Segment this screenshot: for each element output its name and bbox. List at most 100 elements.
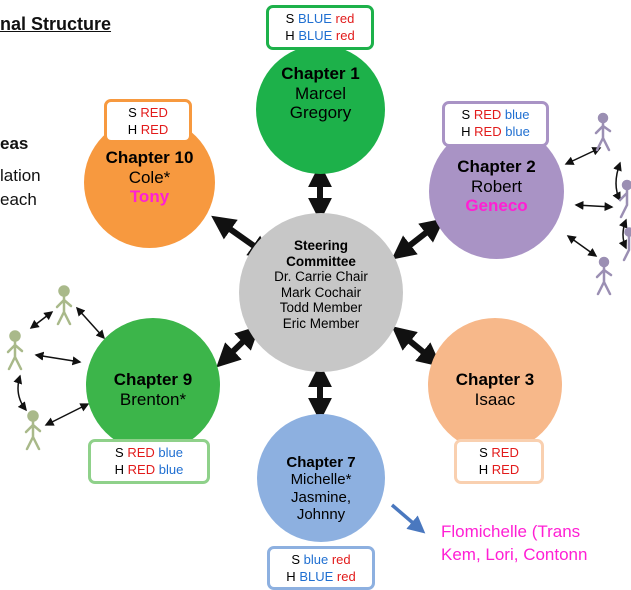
chapter-title: Chapter 10	[105, 148, 194, 167]
chapter-member: Cole*	[128, 167, 171, 187]
chapter-member: Michelle*	[290, 471, 352, 489]
arrow-ch9-figures-curve	[13, 374, 27, 412]
chapter-3-node	[428, 318, 562, 452]
arrow-ch7-flomichelle	[390, 503, 426, 534]
arrow-ch2-figures-curve	[612, 161, 622, 202]
flomichelle-line-1: Flomichelle (Trans	[441, 522, 581, 541]
steering-title-line-1: Steering	[293, 238, 348, 253]
chapter-member: Marcel	[294, 83, 346, 103]
chapter-3-text: Chapter 3 Isaac	[428, 370, 562, 409]
s-value: red	[331, 552, 351, 567]
chapter-2-sh-box: S RED blue H RED blue	[442, 101, 549, 147]
person-figure-icon	[618, 179, 631, 219]
chapter-9-node	[86, 318, 220, 452]
h-prefix: H	[285, 28, 295, 43]
chapter-title: Chapter 2	[457, 157, 536, 176]
h-prefix: H	[114, 462, 125, 477]
chapter-highlight-name: Tony	[129, 187, 170, 207]
ideas-heading: eas	[0, 134, 29, 153]
s-prefix: S	[285, 11, 295, 26]
s-value: blue	[303, 552, 329, 567]
h-prefix: H	[461, 124, 471, 139]
chapter-3-sh-box: S RED H RED	[454, 439, 544, 484]
steering-title-line-2: Committee	[286, 253, 356, 269]
chapter-1-node	[256, 45, 385, 174]
arrow-ch2-figure-low	[566, 235, 598, 257]
arrow-ch9-figures-top-left	[29, 311, 54, 329]
arrow-ch9-figure-low	[44, 403, 90, 426]
chapter-title: Chapter 7	[286, 454, 356, 471]
s-value: BLUE	[297, 11, 332, 26]
s-value: blue	[504, 107, 530, 122]
arrow-ch9-figure-mid	[34, 351, 82, 366]
arrow-steering-ch2	[391, 218, 445, 260]
chapter-7-sh-box: S blue red H BLUE red	[267, 546, 375, 590]
s-prefix: S	[461, 107, 471, 122]
page-title: nal Structure	[0, 14, 112, 34]
person-figure-icon	[24, 410, 42, 451]
chapter-1-text: Chapter 1 Marcel Gregory	[256, 64, 385, 123]
chapter-10-text: Chapter 10 Cole* Tony	[84, 148, 215, 207]
chapter-title: Chapter 3	[455, 370, 535, 389]
steering-member: Eric Member	[282, 315, 360, 331]
chapter-9-text: Chapter 9 Brenton*	[86, 370, 220, 409]
chapter-member: Robert	[470, 176, 523, 196]
s-prefix: S	[128, 105, 137, 120]
chapter-10-sh-box: S RED H RED	[104, 99, 192, 143]
chapter-9-sh-box: S RED blue H RED blue	[88, 439, 210, 484]
s-value: RED	[473, 107, 502, 122]
person-figure-icon	[55, 285, 73, 326]
chapter-title: Chapter 1	[281, 64, 360, 83]
person-figure-icon	[6, 330, 24, 371]
s-value: blue	[158, 445, 183, 460]
h-prefix: H	[127, 122, 138, 137]
chapter-member: Brenton*	[119, 389, 187, 409]
flomichelle-line-2: Kem, Lori, Contonn	[441, 545, 588, 564]
chapter-member: Jasmine,	[290, 488, 352, 506]
h-prefix: H	[286, 569, 296, 584]
h-value: red	[335, 28, 355, 43]
h-value: blue	[158, 462, 184, 477]
arrow-ch2-figure-mid	[574, 200, 614, 212]
chapter-highlight-name: Geneco	[465, 196, 528, 216]
arrow-ch2-figures-curve-2	[618, 218, 628, 250]
chapter-member: Isaac	[474, 389, 516, 409]
chapter-1-sh-box: S BLUE red H BLUE red	[266, 5, 374, 50]
arrow-ch9-figure-top	[75, 306, 106, 340]
steering-member: Mark Cochair	[280, 284, 362, 300]
h-value: RED	[127, 462, 156, 477]
s-value: RED	[127, 445, 155, 460]
side-text-line-1: lation	[0, 166, 41, 185]
h-value: BLUE	[298, 28, 333, 43]
s-value: red	[335, 11, 355, 26]
h-value: blue	[505, 124, 530, 139]
h-value: BLUE	[299, 569, 334, 584]
chapter-2-text: Chapter 2 Robert Geneco	[429, 157, 564, 216]
h-value: RED	[474, 124, 502, 139]
s-prefix: S	[291, 552, 301, 567]
arrow-steering-ch3	[391, 326, 442, 367]
person-figure-icon	[622, 227, 631, 262]
chapter-title: Chapter 9	[113, 370, 193, 389]
person-figure-icon	[594, 112, 612, 152]
s-prefix: S	[115, 445, 124, 460]
h-prefix: H	[478, 462, 489, 477]
steering-member: Todd Member	[279, 300, 363, 316]
s-value: RED	[491, 445, 519, 460]
steering-committee-text: Steering Committee Dr. Carrie Chair Mark…	[239, 238, 403, 331]
steering-committee-node	[239, 213, 403, 372]
arrow-ch2-figure-top	[564, 147, 602, 165]
side-text-line-2: each	[0, 190, 37, 209]
chapter-member: Johnny	[296, 505, 346, 523]
person-figure-icon	[595, 256, 613, 296]
s-prefix: S	[479, 445, 488, 460]
h-value: RED	[140, 122, 169, 137]
chapter-7-text: Chapter 7 Michelle* Jasmine, Johnny	[257, 454, 385, 523]
h-value: RED	[491, 462, 520, 477]
s-value: RED	[140, 105, 168, 120]
chapter-7-node	[257, 414, 385, 542]
steering-member: Dr. Carrie Chair	[274, 269, 368, 285]
arrow-steering-ch9	[216, 325, 260, 368]
chapter-member: Gregory	[289, 103, 352, 123]
